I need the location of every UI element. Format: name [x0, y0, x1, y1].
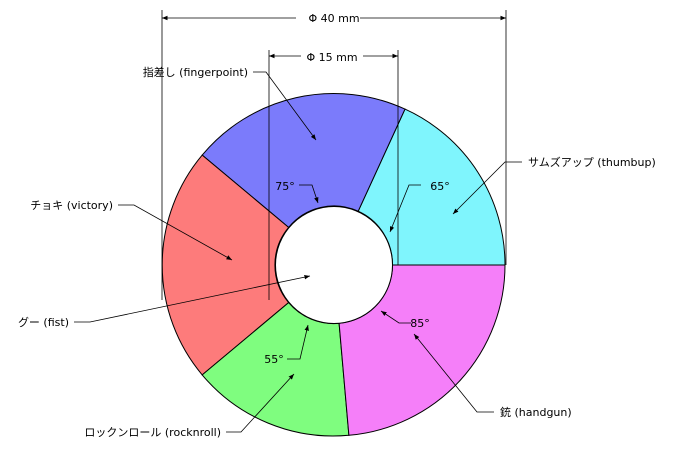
- segment-fist-center-hole: [275, 206, 393, 324]
- leader-angle-55: [287, 324, 309, 360]
- leader-victory: [118, 204, 233, 261]
- label-fingerpoint: 指差し (fingerpoint): [143, 65, 248, 79]
- label-rocknroll: ロックンロール (rocknroll): [84, 426, 221, 439]
- label-fist: グー (fist): [18, 315, 69, 329]
- segment-victory: [161, 154, 290, 376]
- inner-dimension-label-bg: [301, 49, 363, 63]
- leader-fist: [74, 274, 311, 323]
- segment-fingerpoint: [201, 92, 406, 229]
- angle-75-label: 75°: [275, 180, 295, 193]
- leader-angle-65: [389, 184, 421, 233]
- angle-85-label: 85°: [410, 317, 430, 330]
- inner-dimension-label: Φ 15 mm: [306, 51, 357, 64]
- leader-handgun: [413, 333, 494, 413]
- leader-thumbup: [452, 161, 522, 215]
- angle-65-label: 65°: [430, 180, 450, 193]
- label-handgun: 銃 (handgun): [500, 405, 572, 419]
- leader-fingerpoint: [253, 71, 317, 141]
- angle-55-label: 55°: [264, 353, 284, 366]
- leader-rocknroll: [226, 373, 295, 433]
- label-thumbup: サムズアップ (thumbup): [528, 155, 656, 169]
- outer-dimension-label-bg: [296, 11, 360, 25]
- leader-angle-85: [380, 310, 411, 324]
- label-victory: チョキ (victory): [30, 199, 113, 212]
- outer-dimension-label: Φ 40 mm: [308, 12, 359, 25]
- leader-angle-75: [299, 184, 319, 204]
